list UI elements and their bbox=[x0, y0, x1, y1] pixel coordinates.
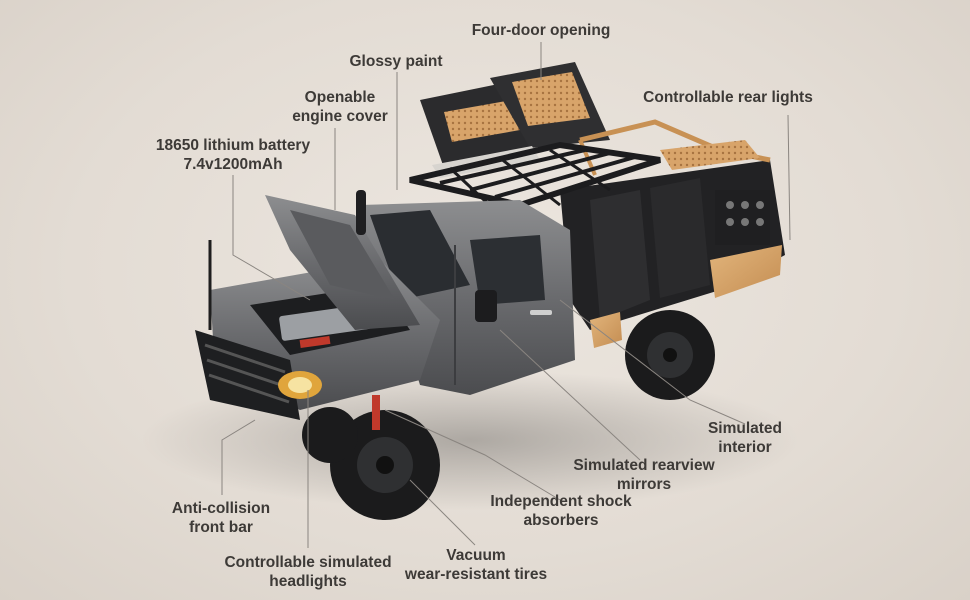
callout-text: wear-resistant tires bbox=[404, 566, 548, 583]
leader-front-bar bbox=[221, 419, 256, 495]
callout-text: Glossy paint bbox=[349, 53, 443, 70]
callout-glossy-paint: Glossy paint bbox=[343, 52, 449, 71]
callout-text: Simulated rearview bbox=[573, 457, 715, 474]
leader-rear-lights bbox=[787, 114, 791, 241]
roof-rack bbox=[409, 141, 661, 217]
callout-text: interior bbox=[718, 439, 772, 456]
callout-interior: Simulated interior bbox=[700, 419, 790, 457]
callout-shock-absorbers: Independent shock absorbers bbox=[484, 492, 638, 530]
callout-text: front bar bbox=[189, 519, 253, 536]
callout-battery: 18650 lithium battery 7.4v1200mAh bbox=[147, 136, 319, 174]
callout-text: Four-door opening bbox=[471, 22, 611, 39]
leader-tires bbox=[409, 479, 476, 546]
leader-battery bbox=[232, 175, 311, 301]
engine-bay bbox=[210, 190, 440, 410]
callout-text: Anti-collision bbox=[171, 500, 271, 517]
callout-rear-lights: Controllable rear lights bbox=[640, 88, 816, 107]
callout-tires: Vacuum wear-resistant tires bbox=[398, 546, 554, 584]
callout-text: Controllable simulated bbox=[224, 554, 392, 571]
callout-four-door-opening: Four-door opening bbox=[470, 21, 612, 40]
callout-mirrors: Simulated rearview mirrors bbox=[568, 456, 720, 494]
cab-body bbox=[350, 200, 575, 395]
callout-front-bar: Anti-collision front bar bbox=[166, 499, 276, 537]
leader-interior bbox=[559, 299, 746, 425]
bed-cage bbox=[560, 119, 785, 348]
callout-text: 7.4v1200mAh bbox=[183, 156, 283, 173]
callout-engine-cover: Openable engine cover bbox=[290, 88, 390, 126]
wheels bbox=[302, 310, 715, 520]
leader-mirrors bbox=[499, 329, 641, 461]
callout-text: absorbers bbox=[523, 512, 599, 529]
callout-text: 18650 lithium battery bbox=[155, 137, 311, 154]
front-bar bbox=[195, 240, 322, 420]
callout-text: mirrors bbox=[616, 476, 672, 493]
callout-text: engine cover bbox=[292, 108, 388, 125]
callout-text: Vacuum bbox=[446, 547, 506, 564]
leader-shock bbox=[384, 409, 561, 501]
callout-text: Simulated bbox=[707, 420, 783, 437]
callout-text: Independent shock bbox=[490, 493, 632, 510]
callout-headlights: Controllable simulated headlights bbox=[218, 553, 398, 591]
callout-text: Openable bbox=[304, 89, 376, 106]
callout-text: headlights bbox=[269, 573, 347, 590]
callout-text: Controllable rear lights bbox=[643, 89, 813, 106]
